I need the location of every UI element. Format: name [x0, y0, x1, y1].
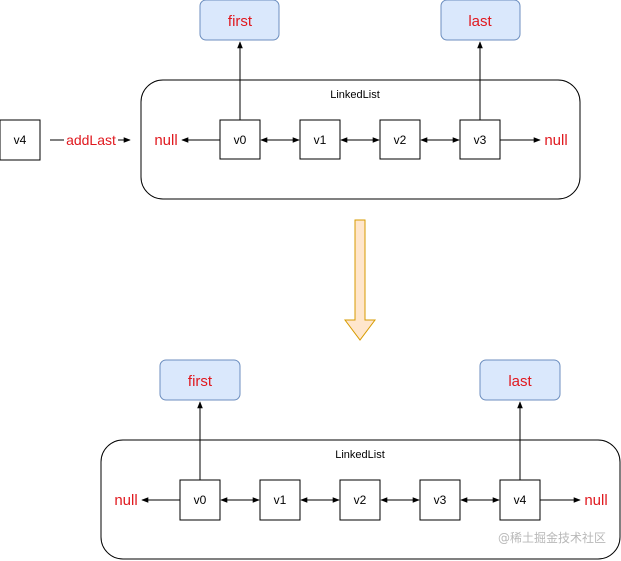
node-label: v2 — [394, 133, 407, 147]
transition-down-arrow — [344, 219, 376, 341]
node-label: v0 — [194, 493, 207, 507]
last-pointer-box-after — [479, 359, 561, 401]
first-pointer-label-after: first — [188, 373, 213, 390]
null-left-label-before: null — [154, 132, 177, 149]
node-label: v1 — [314, 133, 327, 147]
add-last-label: addLast — [66, 132, 116, 148]
null-right-label-after: null — [584, 492, 607, 509]
null-left-label-after: null — [114, 492, 137, 509]
linked-list-title-before: LinkedList — [330, 89, 380, 101]
node-label: v3 — [434, 493, 447, 507]
node-v2-after: v2 — [339, 479, 381, 521]
first-pointer-box-after — [159, 359, 241, 401]
node-v0-after: v0 — [179, 479, 221, 521]
first-pointer-label-before: first — [228, 13, 253, 30]
node-label: v0 — [234, 133, 247, 147]
last-pointer-box-before — [440, 0, 521, 41]
node-label: v4 — [14, 133, 27, 147]
node-v3-before: v3 — [459, 119, 501, 160]
before-section: LinkedList first last v0 v1 v2 v3 — [0, 0, 581, 200]
linked-list-title-after: LinkedList — [335, 449, 385, 461]
node-label: v1 — [274, 493, 287, 507]
node-v2-before: v2 — [379, 119, 421, 160]
first-pointer-box-before — [199, 0, 280, 41]
node-label: v4 — [514, 493, 527, 507]
node-v0-before: v0 — [219, 119, 261, 160]
node-label: v3 — [474, 133, 487, 147]
node-v1-before: v1 — [299, 119, 341, 160]
watermark: @稀土掘金技术社区 — [498, 530, 606, 545]
last-pointer-label-before: last — [468, 13, 492, 30]
null-right-label-before: null — [544, 132, 567, 149]
node-label: v2 — [354, 493, 367, 507]
node-v4-after: v4 — [499, 479, 541, 521]
node-v1-after: v1 — [259, 479, 301, 521]
last-pointer-label-after: last — [508, 373, 532, 390]
after-section: LinkedList first last v0 v1 v2 v3 v4 — [100, 359, 621, 560]
node-v3-after: v3 — [419, 479, 461, 521]
new-node-v4: v4 — [0, 119, 41, 161]
